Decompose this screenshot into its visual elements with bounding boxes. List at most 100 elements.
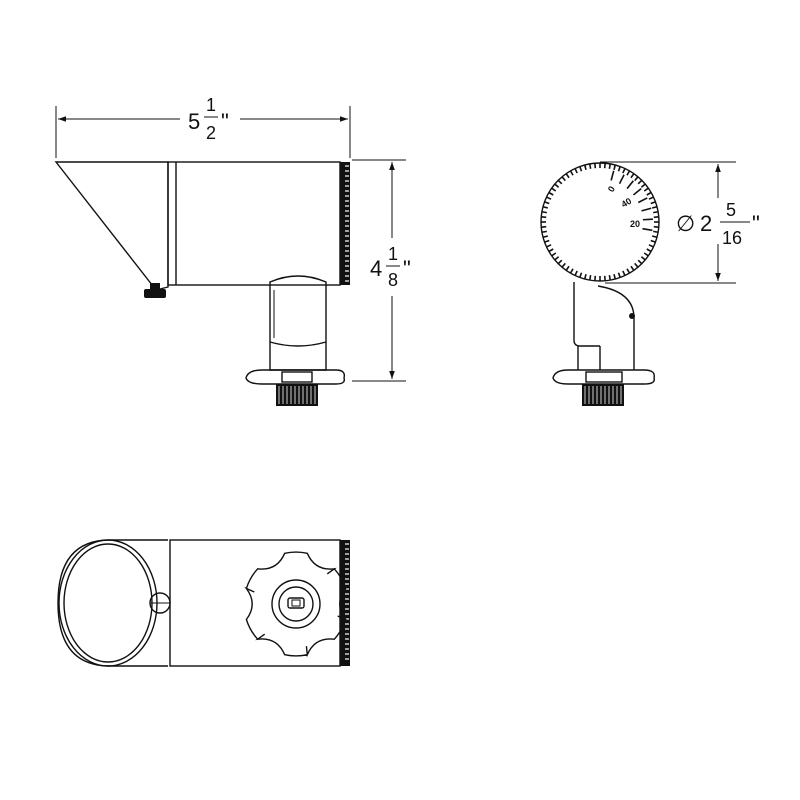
dial-tick	[541, 210, 547, 214]
scale-mark	[610, 170, 615, 181]
dial-tick	[651, 205, 658, 209]
dial-tick	[541, 230, 547, 234]
threaded-stem	[276, 384, 318, 406]
dial-tick	[561, 176, 566, 182]
dial-tick	[569, 170, 574, 176]
height-numerator: 1	[388, 244, 398, 264]
dial-tick	[630, 265, 635, 271]
dial-tick	[569, 268, 574, 274]
front-view: ∅ 2 5 16 " 0 40 20	[540, 161, 760, 406]
dial-tick	[650, 239, 656, 243]
width-numerator: 1	[206, 95, 216, 115]
lens-ring	[340, 162, 350, 285]
knob-slot	[287, 597, 305, 609]
dial-tick	[551, 252, 557, 257]
front-knuckle-right	[597, 285, 635, 370]
dial-tick	[634, 262, 639, 268]
dial-tick	[648, 196, 654, 200]
dial-scale	[610, 170, 653, 232]
scale-mark	[632, 188, 642, 196]
dial-tick	[613, 273, 617, 280]
front-threaded-stem	[582, 384, 624, 406]
dial-tick	[542, 205, 549, 209]
scale-mark	[642, 218, 653, 221]
dial-tick	[546, 244, 552, 248]
width-dimension: 5 1 2 "	[55, 95, 351, 158]
dial-tick	[650, 201, 656, 205]
knob-inner-ring	[271, 579, 321, 629]
diameter-denominator: 16	[722, 228, 742, 248]
dial-tick	[608, 275, 612, 281]
dial-tick	[561, 262, 566, 268]
dial-tick	[551, 187, 557, 192]
top-hood-inner	[63, 543, 153, 663]
front-flange	[552, 369, 655, 385]
dial-tick	[613, 164, 617, 171]
dial-tick	[648, 244, 654, 248]
height-dimension: 4 1 8 "	[352, 159, 411, 382]
dial-tick	[643, 252, 649, 257]
top-view	[57, 539, 350, 667]
dial-tick	[640, 183, 646, 188]
dial-tick	[548, 191, 554, 196]
dial-tick	[542, 235, 549, 239]
scale-mark	[637, 197, 648, 204]
dial-tick	[588, 275, 592, 281]
dial-tick	[544, 201, 550, 205]
height-denominator: 8	[388, 270, 398, 290]
dial-tick	[583, 164, 587, 171]
dial-tick	[634, 176, 639, 182]
dial-tick	[557, 259, 563, 265]
diameter-symbol: ∅	[676, 211, 695, 236]
dial-tick	[622, 270, 626, 276]
top-lens-ring	[340, 540, 350, 666]
diameter-dimension: ∅ 2 5 16 "	[600, 161, 760, 284]
dial-tick	[588, 163, 592, 169]
width-unit: "	[221, 109, 229, 134]
top-hood-outer	[57, 539, 168, 667]
dial-tick	[583, 273, 587, 280]
dial-tick	[574, 270, 578, 276]
dial-tick	[554, 256, 560, 261]
dial-tick	[646, 248, 652, 253]
width-whole: 5	[188, 109, 200, 134]
dial-tick	[651, 235, 658, 239]
diameter-numerator: 5	[726, 200, 736, 220]
dial-tick	[554, 183, 560, 188]
dial-label-40: 40	[620, 196, 634, 210]
top-body	[169, 539, 341, 667]
dial-tick	[574, 168, 578, 174]
front-stem-threads	[584, 386, 622, 404]
dial-label-20: 20	[630, 219, 640, 229]
dial-tick	[626, 170, 631, 176]
star-knob	[244, 551, 348, 658]
scale-mark	[641, 207, 652, 212]
dial-tick	[630, 173, 635, 179]
dial-tick	[617, 166, 621, 172]
dial-tick	[626, 268, 631, 274]
dial-tick	[653, 230, 659, 234]
dial-tick	[544, 239, 550, 243]
dial-tick	[640, 256, 646, 261]
dial-tick	[548, 248, 554, 253]
diameter-whole: 2	[700, 211, 712, 236]
dial-tick	[637, 179, 643, 185]
dial-tick	[653, 210, 659, 214]
stem-threads	[278, 386, 316, 404]
scale-mark	[626, 180, 634, 190]
dial-tick	[557, 179, 563, 185]
dial-ticks	[541, 163, 659, 281]
dial-label-0: 0	[606, 184, 617, 193]
height-unit: "	[403, 256, 411, 281]
height-whole: 4	[370, 256, 382, 281]
scale-mark	[618, 174, 625, 185]
mounting-flange	[245, 369, 346, 385]
dial-tick	[617, 272, 621, 278]
dial-tick	[579, 166, 583, 172]
dial-tick	[637, 259, 643, 265]
dial-tick	[646, 191, 652, 196]
hood-shroud	[54, 161, 169, 291]
knuckle-mount	[269, 275, 327, 347]
body-cylinder	[167, 161, 341, 286]
